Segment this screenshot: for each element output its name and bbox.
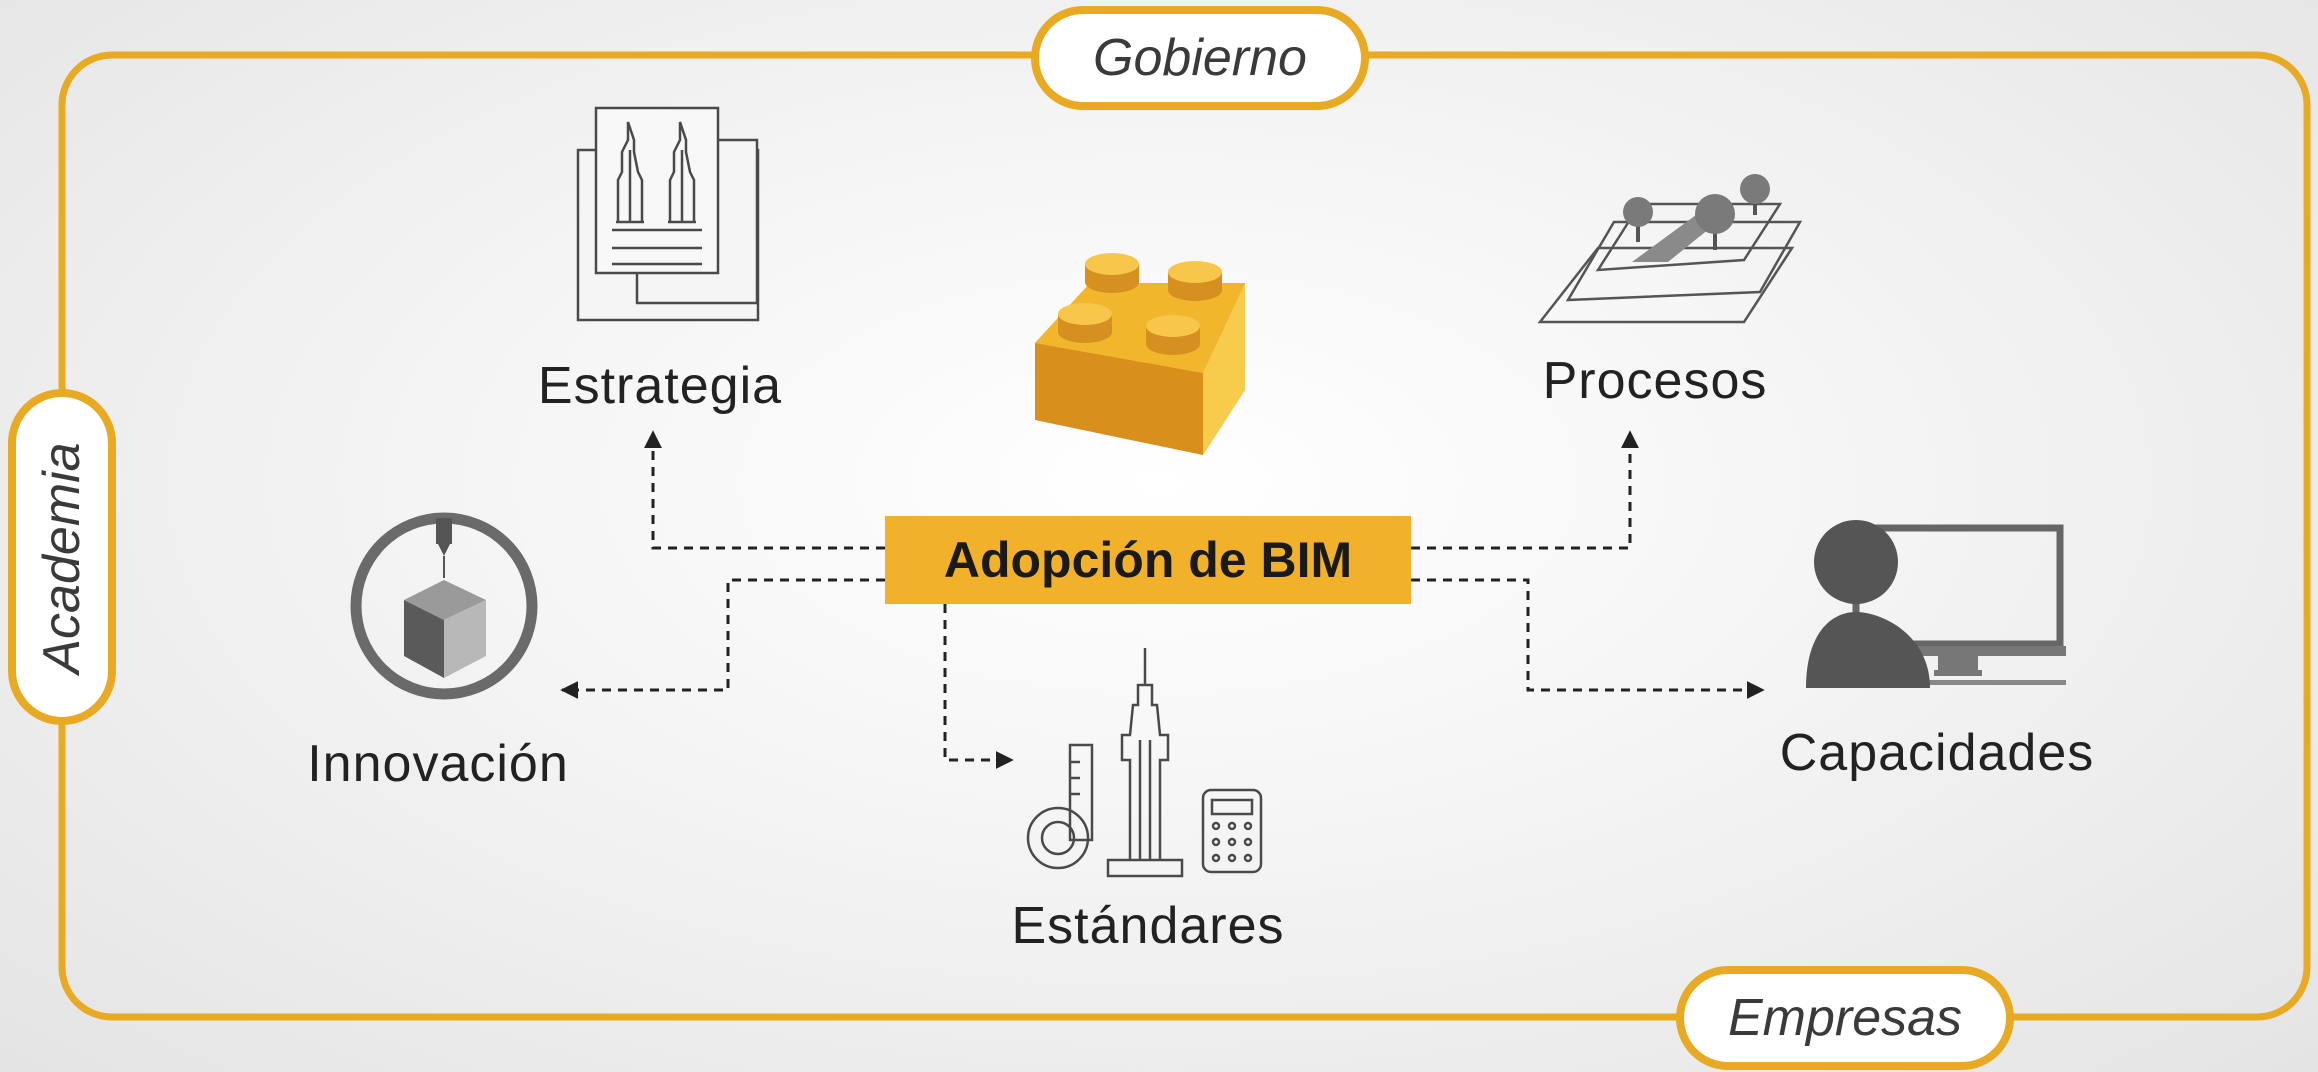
estandares-label: Estándares (1011, 897, 1285, 955)
connector-innovacion (560, 578, 885, 699)
gobierno-pill (1031, 6, 1369, 110)
connector-capacidades (1411, 578, 1765, 699)
innovacion-label: Innovación (307, 735, 569, 793)
empresas-pill (1676, 966, 2014, 1070)
user-computer-icon (1806, 520, 2066, 688)
connector-procesos (1411, 430, 1639, 550)
center-label: Adopción de BIM (885, 516, 1411, 604)
site-plan-icon (1537, 174, 1803, 324)
connector-estrategia (644, 430, 885, 550)
gobierno-label: Gobierno (1093, 29, 1307, 87)
academia-label: Academia (33, 442, 91, 674)
procesos-label: Procesos (1542, 352, 1768, 410)
tools-skyscraper-icon (1026, 648, 1263, 878)
estrategia-label: Estrategia (537, 357, 783, 415)
blueprint-towers-icon (576, 106, 760, 322)
academia-pill (8, 389, 116, 725)
lego-brick-icon (1035, 253, 1245, 455)
capacidades-label: Capacidades (1779, 724, 2095, 782)
empresas-label: Empresas (1727, 989, 1963, 1047)
connectors (560, 430, 1765, 769)
connector-estandares (943, 604, 1014, 769)
3d-print-cube-icon (350, 512, 538, 700)
